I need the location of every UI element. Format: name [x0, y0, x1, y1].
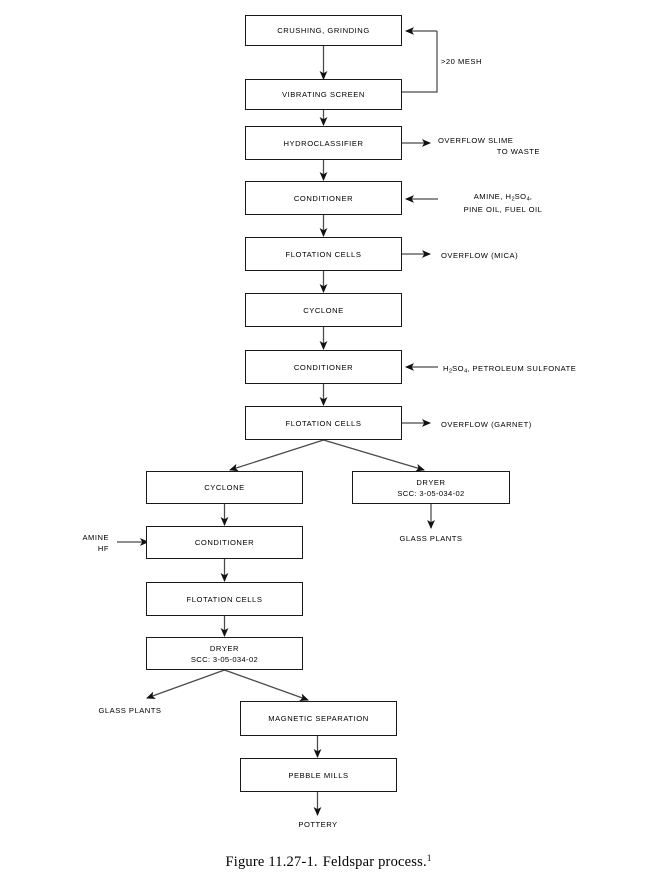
reagents1-comma: , — [529, 192, 533, 201]
box-label: FLOTATION CELLS — [186, 594, 263, 604]
box-label: PEBBLE MILLS — [288, 770, 349, 780]
reagents2-h-text: H — [443, 364, 449, 373]
recycle-loop-path — [402, 31, 438, 93]
process-box-magnetic-separation[interactable]: MAGNETIC SEPARATION — [240, 701, 397, 736]
box-label: FLOTATION CELLS — [285, 249, 362, 259]
arrow-flotation2-to-cyclone2 — [229, 439, 324, 472]
process-box-vibrating-screen[interactable]: VIBRATING SCREEN — [245, 79, 402, 110]
stream-label-reagents-conditioner-1: AMINE, H2SO4, PINE OIL, FUEL OIL — [443, 191, 563, 215]
stream-label-reagents-conditioner-2: H2SO4, PETROLEUM SULFONATE — [443, 363, 576, 376]
reagents2-so-text: SO — [452, 364, 465, 373]
reagents1-sub2: 2 — [511, 196, 515, 203]
process-box-hydroclassifier[interactable]: HYDROCLASSIFIER — [245, 126, 402, 160]
process-box-crushing-grinding[interactable]: CRUSHING, GRINDING — [245, 15, 402, 46]
reagents1-amine-text: AMINE, H — [473, 192, 512, 201]
process-box-conditioner-2[interactable]: CONDITIONER — [245, 350, 402, 384]
process-box-conditioner-1[interactable]: CONDITIONER — [245, 181, 402, 215]
process-box-dryer-right[interactable]: DRYER SCC: 3-05-034-02 — [352, 471, 510, 504]
reagents2-sulfonate-text: , PETROLEUM SULFONATE — [467, 364, 577, 373]
terminal-glass-plants-left: GLASS PLANTS — [70, 706, 190, 715]
process-box-flotation-cells-1[interactable]: FLOTATION CELLS — [245, 237, 402, 271]
arrow-dryer-left-to-magnetic-separation — [224, 669, 309, 701]
reagents1-line2: PINE OIL, FUEL OIL — [463, 204, 543, 214]
overflow-garnet-text: OVERFLOW (GARNET) — [441, 420, 532, 429]
process-box-conditioner-3[interactable]: CONDITIONER — [146, 526, 303, 559]
caption-title: Feldspar process. — [322, 854, 427, 870]
caption-footnote-marker: 1 — [426, 853, 432, 863]
amine-line1: AMINE — [82, 533, 109, 542]
box-label: CONDITIONER — [293, 362, 354, 372]
box-label: DRYER — [209, 643, 240, 653]
process-box-flotation-cells-3[interactable]: FLOTATION CELLS — [146, 582, 303, 616]
terminal-pottery: POTTERY — [258, 820, 378, 829]
process-box-flotation-cells-2[interactable]: FLOTATION CELLS — [245, 406, 402, 440]
caption-number: Figure 11.27-1. — [225, 854, 318, 870]
box-label: CONDITIONER — [293, 193, 354, 203]
box-label: CYCLONE — [303, 305, 344, 315]
overflow-mica-text: OVERFLOW (MICA) — [441, 251, 519, 260]
reagents2-sub4: 4 — [464, 368, 468, 375]
process-box-pebble-mills[interactable]: PEBBLE MILLS — [240, 758, 397, 792]
stream-label-recycle-mesh: >20 MESH — [441, 56, 482, 67]
figure-caption: Figure 11.27-1.Feldspar process.1 — [0, 853, 657, 871]
stream-label-overflow-garnet: OVERFLOW (GARNET) — [441, 419, 532, 430]
overflow-slime-line1: OVERFLOW SLIME — [438, 136, 514, 145]
reagents1-sub4: 4 — [526, 196, 530, 203]
process-box-dryer-left[interactable]: DRYER SCC: 3-05-034-02 — [146, 637, 303, 670]
overflow-slime-line2: TO WASTE — [496, 147, 540, 157]
box-label: HYDROCLASSIFIER — [283, 138, 364, 148]
amine-line2: HF — [97, 544, 109, 554]
arrow-flotation2-to-dryer-right — [323, 439, 425, 472]
pottery-text: POTTERY — [298, 820, 338, 829]
box-label: VIBRATING SCREEN — [282, 90, 365, 99]
stream-label-overflow-slime: OVERFLOW SLIME TO WASTE — [380, 135, 540, 158]
box-label: CYCLONE — [204, 483, 245, 492]
box-label: MAGNETIC SEPARATION — [268, 714, 369, 723]
reagents1-so-text: SO — [514, 192, 527, 201]
box-scc-code: SCC: 3-05-034-02 — [190, 654, 259, 664]
glass-plants-right-text: GLASS PLANTS — [399, 534, 463, 543]
glass-plants-left-text: GLASS PLANTS — [98, 706, 162, 715]
box-label: FLOTATION CELLS — [285, 418, 362, 428]
box-label: CRUSHING, GRINDING — [277, 26, 370, 35]
recycle-mesh-text: >20 MESH — [441, 57, 482, 66]
arrow-dryer-left-to-glass-plants — [146, 669, 225, 699]
stream-label-amine-hf: AMINE HF — [47, 532, 109, 555]
box-label: CONDITIONER — [194, 538, 255, 547]
reagents2-sub2: 2 — [448, 368, 453, 375]
process-box-cyclone-2[interactable]: CYCLONE — [146, 471, 303, 504]
terminal-glass-plants-right: GLASS PLANTS — [371, 534, 491, 543]
box-scc-code: SCC: 3-05-034-02 — [397, 488, 465, 498]
process-box-cyclone-1[interactable]: CYCLONE — [245, 293, 402, 327]
stream-label-overflow-mica: OVERFLOW (MICA) — [441, 250, 518, 261]
reagents1-line1: AMINE, H2SO4, — [443, 191, 563, 204]
box-label: DRYER — [416, 477, 446, 487]
